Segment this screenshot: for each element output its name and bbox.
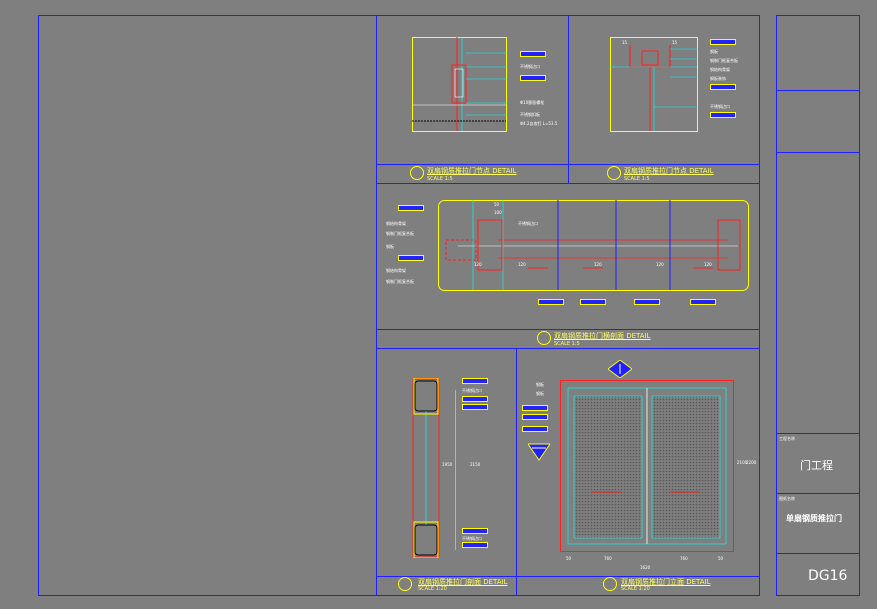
detail4-callout-3 bbox=[462, 404, 488, 410]
detail5-marker bbox=[603, 577, 617, 591]
detail4-dim-2: 2150 bbox=[470, 462, 481, 467]
panel-line-h4 bbox=[376, 348, 760, 349]
title-block-frame bbox=[776, 15, 860, 596]
detail2-marker bbox=[607, 166, 621, 180]
detail5-dim-h4: 50 bbox=[718, 556, 724, 561]
drawing-border bbox=[38, 15, 760, 596]
detail3-dim-top-1: 50 bbox=[494, 202, 500, 207]
detail4-dimension-line bbox=[455, 390, 456, 550]
drawing-name: 单扇钢质推拉门 bbox=[786, 514, 842, 523]
detail3-drawing bbox=[438, 200, 749, 291]
detail3-note-l2: 钢制门框复合板 bbox=[386, 231, 414, 236]
detail5-dim-v1: 2100 bbox=[737, 460, 748, 465]
detail5-dim-h3: 760 bbox=[680, 556, 688, 561]
detail3-dim-top-2: 100 bbox=[494, 210, 502, 215]
panel-line-v1 bbox=[376, 15, 377, 596]
detail5-callout-1 bbox=[522, 405, 548, 411]
detail1-marker bbox=[410, 166, 424, 180]
detail3-note-l5: 钢制门框复合板 bbox=[386, 279, 414, 284]
detail3-note-top: 不锈钢边口 bbox=[518, 221, 538, 226]
panel-line-v2 bbox=[568, 15, 569, 183]
detail4-dim-1: 1950 bbox=[442, 462, 453, 467]
detail5-drawing bbox=[560, 380, 734, 552]
tb-divider-3 bbox=[776, 433, 860, 434]
detail1-title: 双扇钢质推拉门节点 DETAIL bbox=[427, 167, 517, 175]
panel-line-h2 bbox=[376, 183, 760, 184]
detail3-callout-2 bbox=[398, 255, 424, 261]
tb-divider-1 bbox=[776, 90, 860, 91]
detail4-scale: SCALE 1:20 bbox=[418, 586, 447, 592]
detail5-callout-3 bbox=[522, 426, 548, 432]
detail2-note-3: 钢结构骨架 bbox=[710, 67, 730, 72]
detail1-scale: SCALE 1:5 bbox=[427, 176, 453, 182]
detail1-note-3: 不锈钢扣板 bbox=[520, 112, 540, 117]
detail4-callout-2 bbox=[462, 396, 488, 402]
tb-divider-5 bbox=[776, 553, 860, 554]
detail2-note-5: 不锈钢边口 bbox=[710, 104, 730, 109]
detail4-drawing bbox=[412, 377, 440, 559]
detail3-callout-b1 bbox=[538, 299, 564, 305]
detail4-callout-1 bbox=[462, 378, 488, 384]
detail2-title: 双扇钢质推拉门节点 DETAIL bbox=[624, 167, 714, 175]
detail2-note-1: 钢板 bbox=[710, 49, 718, 54]
detail3-dim-b5: 120 bbox=[704, 262, 712, 267]
detail3-title: 双扇钢质推拉门横剖面 DETAIL bbox=[554, 332, 651, 340]
detail2-drawing bbox=[610, 37, 705, 132]
detail2-dim-1: 15 bbox=[622, 40, 628, 45]
detail2-callout-2 bbox=[710, 84, 736, 90]
detail4-callout-5 bbox=[462, 542, 488, 548]
detail4-note-1: 不锈钢边口 bbox=[462, 388, 482, 393]
detail2-note-2: 钢制门框复合板 bbox=[710, 58, 738, 63]
detail5-dim-h1: 50 bbox=[566, 556, 572, 561]
project-name: 门工程 bbox=[800, 459, 833, 472]
detail5-title: 双扇钢质推拉门立面 DETAIL bbox=[621, 578, 711, 586]
detail3-note-l4: 钢结构骨架 bbox=[386, 268, 406, 273]
detail3-note-l3: 钢板 bbox=[386, 244, 394, 249]
detail3-dim-b2: 120 bbox=[594, 262, 602, 267]
detail5-dim-h2: 760 bbox=[604, 556, 612, 561]
detail4-callout-4 bbox=[462, 528, 488, 534]
detail3-dim-b4: 120 bbox=[474, 262, 482, 267]
tb-divider-2 bbox=[776, 152, 860, 153]
detail5-note-1: 钢板 bbox=[536, 382, 544, 387]
drawing-number: DG16 bbox=[808, 568, 848, 584]
detail4-note-2: 不锈钢边口 bbox=[462, 536, 482, 541]
detail5-callout-2 bbox=[522, 414, 548, 420]
detail5-note-2: 钢板 bbox=[536, 391, 544, 396]
detail5-left-section-marker bbox=[527, 442, 551, 462]
detail1-callout-2 bbox=[520, 75, 546, 81]
detail5-scale: SCALE 1:20 bbox=[621, 586, 650, 592]
detail1-note-4: Φ4.2自攻钉 L=53.5 bbox=[520, 121, 558, 126]
detail3-callout-b2 bbox=[580, 299, 606, 305]
detail1-note-2: Φ10膨胀螺栓 bbox=[520, 100, 545, 105]
detail1-drawing bbox=[412, 37, 517, 132]
detail3-scale: SCALE 1:5 bbox=[554, 341, 580, 347]
detail2-dim-2: 15 bbox=[672, 40, 678, 45]
detail5-top-section-marker bbox=[607, 359, 633, 379]
detail4-title: 双扇钢质推拉门剖面 DETAIL bbox=[418, 578, 508, 586]
detail5-dim-h5: 1620 bbox=[640, 565, 651, 570]
detail2-callout-3 bbox=[710, 112, 736, 118]
project-name-label: 工程名称 bbox=[779, 436, 795, 441]
detail5-dim-v2: 2200 bbox=[746, 460, 757, 465]
detail3-note-l1: 钢结构骨架 bbox=[386, 221, 406, 226]
detail4-marker bbox=[398, 577, 412, 591]
detail3-dim-b1: 120 bbox=[518, 262, 526, 267]
detail2-note-4: 钢板装饰 bbox=[710, 76, 726, 81]
detail2-scale: SCALE 1:5 bbox=[624, 176, 650, 182]
panel-line-h5 bbox=[376, 576, 760, 577]
detail3-callout-b3 bbox=[634, 299, 660, 305]
detail2-callout-1 bbox=[710, 39, 736, 45]
detail1-callout-1 bbox=[520, 51, 546, 57]
detail3-callout-b4 bbox=[690, 299, 716, 305]
panel-line-h3 bbox=[376, 329, 760, 330]
panel-line-v3 bbox=[516, 348, 517, 596]
tb-divider-4 bbox=[776, 493, 860, 494]
panel-line-h1 bbox=[376, 164, 760, 165]
detail3-callout-1 bbox=[398, 205, 424, 211]
drawing-name-label: 图纸名称 bbox=[779, 496, 795, 501]
detail1-note-1: 不锈钢边口 bbox=[520, 64, 540, 69]
detail3-marker bbox=[537, 331, 551, 345]
detail3-dim-b3: 120 bbox=[656, 262, 664, 267]
